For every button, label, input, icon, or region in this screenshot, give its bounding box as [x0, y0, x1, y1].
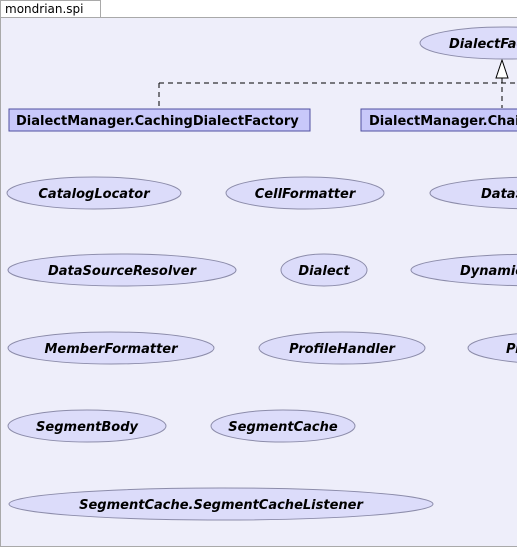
package-tab[interactable]: mondrian.spi [0, 0, 101, 17]
interface-label: MemberFormatter [44, 342, 179, 357]
interface-label: DataServicesProvider [481, 187, 517, 202]
interface-label: DialectFactory [449, 37, 517, 52]
uml-diagram: DialectFactory CatalogLocator CellFormat… [6, 26, 517, 521]
interface-segment-body[interactable]: SegmentBody [7, 409, 167, 443]
interface-data-col3[interactable]: DataServicesProvider [429, 176, 517, 210]
interface-member-formatter[interactable]: MemberFormatter [7, 331, 215, 365]
interface-p-col3[interactable]: PropertyFormatter [467, 332, 517, 364]
interface-segment-cache-listener[interactable]: SegmentCache.SegmentCacheListener [8, 487, 434, 521]
interface-dynamic-col3[interactable]: DynamicSchemaProcessor [410, 253, 517, 287]
interface-label: SegmentBody [36, 420, 138, 435]
interface-label: Dialect [298, 264, 350, 279]
interface-label: DynamicSchemaProcessor [460, 264, 517, 279]
interface-datasource-resolver[interactable]: DataSourceResolver [7, 253, 237, 287]
interface-label: SegmentCache [228, 420, 338, 435]
interface-label: SegmentCache.SegmentCacheListener [79, 498, 364, 513]
interface-cell-formatter[interactable]: CellFormatter [225, 176, 385, 210]
interface-label: PropertyFormatter [506, 342, 517, 357]
class-caching-dialect-factory[interactable]: DialectManager.CachingDialectFactory [8, 108, 311, 132]
interface-label: DataSourceResolver [48, 264, 198, 279]
realization-connectors [158, 78, 517, 108]
interface-dialect-factory[interactable]: DialectFactory [419, 26, 517, 60]
interface-label: ProfileHandler [289, 342, 396, 357]
realization-arrowhead [495, 58, 509, 79]
class-label: DialectManager.CachingDialectFactory [16, 114, 299, 129]
class-label: DialectManager.ChainedDialectFactory [369, 114, 517, 129]
interface-label: CellFormatter [255, 187, 357, 202]
interface-dialect[interactable]: Dialect [280, 253, 368, 287]
interface-label: CatalogLocator [38, 187, 151, 202]
interface-catalog-locator[interactable]: CatalogLocator [6, 176, 182, 210]
interface-segment-cache[interactable]: SegmentCache [210, 409, 356, 443]
interface-profile-handler[interactable]: ProfileHandler [258, 331, 426, 365]
class-chained-dialect-factory[interactable]: DialectManager.ChainedDialectFactory [360, 108, 517, 132]
